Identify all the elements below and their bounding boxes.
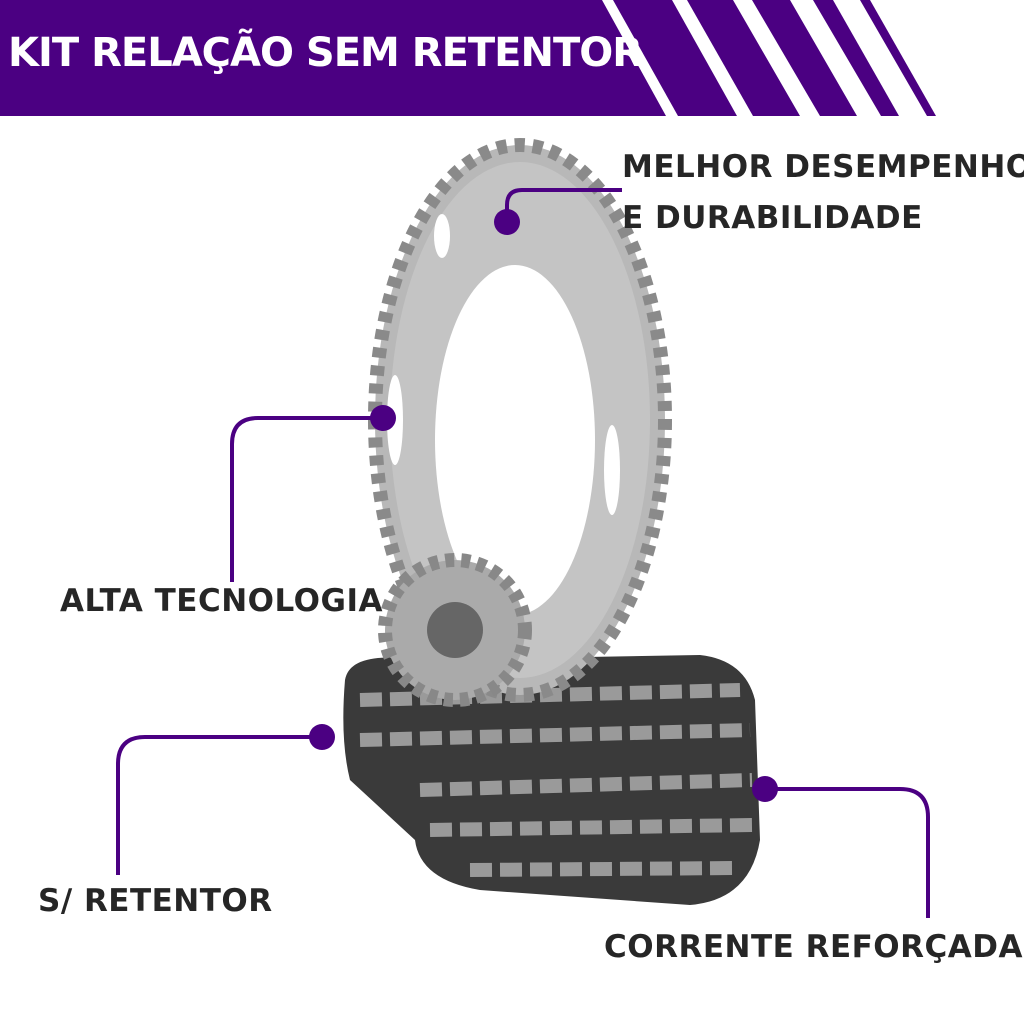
callout-technology: ALTA TECNOLOGIA [60,583,383,619]
callout-seal: S/ RETENTOR [38,883,273,919]
header-banner [0,0,936,116]
page-title: KIT RELAÇÃO SEM RETENTOR [8,30,643,76]
callout-performance-line1: MELHOR DESEMPENHO [622,149,1024,185]
callout-performance-line2: E DURABILIDADE [622,200,923,236]
callout-lines [116,188,930,918]
callout-chain: CORRENTE REFORÇADA [604,929,1023,965]
front-sprocket-image [378,553,532,707]
callout-dots [309,209,778,802]
